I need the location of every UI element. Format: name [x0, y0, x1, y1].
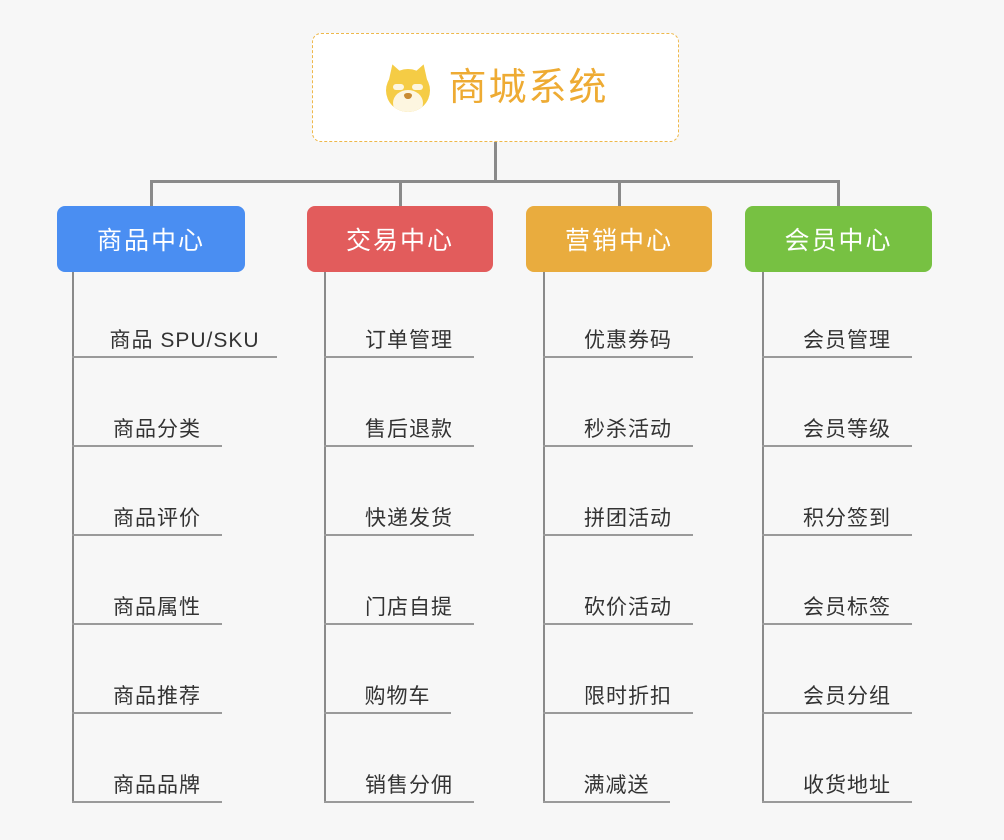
- category-box-3[interactable]: 营销中心: [526, 206, 712, 272]
- leaf-item-label: 订单管理: [365, 329, 453, 352]
- leaf-item[interactable]: 商品 SPU/SKU: [72, 310, 277, 358]
- connector-root-stem: [494, 142, 497, 180]
- category-label: 营销中心: [564, 227, 673, 255]
- leaf-item-label: 商品 SPU/SKU: [109, 329, 260, 352]
- leaf-item[interactable]: 积分签到: [762, 488, 912, 536]
- leaf-item[interactable]: 限时折扣: [543, 666, 693, 714]
- leaf-item-label: 拼团活动: [584, 507, 672, 530]
- leaf-item[interactable]: 会员管理: [762, 310, 912, 358]
- leaf-item[interactable]: 订单管理: [324, 310, 474, 358]
- leaf-item[interactable]: 商品品牌: [72, 755, 222, 803]
- leaf-item-label: 满减送: [583, 774, 650, 797]
- leaf-item[interactable]: 满减送: [543, 755, 670, 803]
- leaf-item[interactable]: 快递发货: [324, 488, 474, 536]
- leaf-item-label: 会员等级: [803, 418, 891, 441]
- leaf-item[interactable]: 秒杀活动: [543, 399, 693, 447]
- leaf-item-label: 会员标签: [803, 596, 891, 619]
- leaf-item-label: 会员管理: [803, 329, 891, 352]
- leaf-item-label: 收货地址: [803, 774, 891, 797]
- leaf-item[interactable]: 拼团活动: [543, 488, 693, 536]
- leaf-item[interactable]: 门店自提: [324, 577, 474, 625]
- leaf-item[interactable]: 优惠券码: [543, 310, 693, 358]
- leaf-item[interactable]: 销售分佣: [324, 755, 474, 803]
- leaf-item[interactable]: 购物车: [324, 666, 451, 714]
- leaf-item-label: 购物车: [364, 685, 431, 708]
- leaf-item-label: 快递发货: [365, 507, 453, 530]
- branch-spine: [762, 272, 764, 803]
- leaf-item-label: 限时折扣: [584, 685, 672, 708]
- leaf-item-label: 积分签到: [803, 507, 891, 530]
- connector-drop-4: [837, 180, 840, 206]
- leaf-item[interactable]: 会员分组: [762, 666, 912, 714]
- leaf-item-label: 优惠券码: [584, 329, 672, 352]
- leaf-item[interactable]: 收货地址: [762, 755, 912, 803]
- leaf-item[interactable]: 商品属性: [72, 577, 222, 625]
- leaf-item-label: 商品分类: [113, 418, 201, 441]
- connector-drop-2: [398, 180, 402, 206]
- branch-spine: [72, 272, 74, 803]
- leaf-item-label: 门店自提: [365, 596, 453, 619]
- category-box-2[interactable]: 交易中心: [307, 206, 493, 272]
- root-node[interactable]: 商城系统: [312, 33, 679, 142]
- branch-spine: [324, 272, 326, 803]
- leaf-item-label: 商品品牌: [113, 774, 201, 797]
- leaf-item[interactable]: 售后退款: [324, 399, 474, 447]
- branch-spine: [543, 272, 545, 803]
- category-label: 商品中心: [96, 227, 205, 255]
- leaf-item[interactable]: 商品分类: [72, 399, 222, 447]
- root-title: 商城系统: [448, 66, 609, 109]
- leaf-item-label: 商品评价: [113, 507, 201, 530]
- leaf-item[interactable]: 商品推荐: [72, 666, 222, 714]
- connector-horizontal-bus: [151, 180, 839, 183]
- connector-drop-1: [149, 180, 153, 206]
- leaf-item[interactable]: 会员等级: [762, 399, 912, 447]
- leaf-item-label: 秒杀活动: [584, 418, 672, 441]
- category-box-1[interactable]: 商品中心: [57, 206, 245, 272]
- leaf-item[interactable]: 会员标签: [762, 577, 912, 625]
- leaf-item-label: 商品推荐: [113, 685, 201, 708]
- category-label: 交易中心: [345, 227, 454, 255]
- leaf-item[interactable]: 商品评价: [72, 488, 222, 536]
- leaf-item-label: 售后退款: [365, 418, 453, 441]
- category-box-4[interactable]: 会员中心: [745, 206, 932, 272]
- leaf-item-label: 销售分佣: [365, 774, 453, 797]
- leaf-item-label: 砍价活动: [584, 596, 672, 619]
- leaf-item-label: 商品属性: [113, 596, 201, 619]
- connector-drop-3: [617, 180, 621, 206]
- leaf-item-label: 会员分组: [803, 685, 891, 708]
- leaf-item[interactable]: 砍价活动: [543, 577, 693, 625]
- shiba-dog-icon: [382, 60, 434, 113]
- category-label: 会员中心: [784, 227, 893, 255]
